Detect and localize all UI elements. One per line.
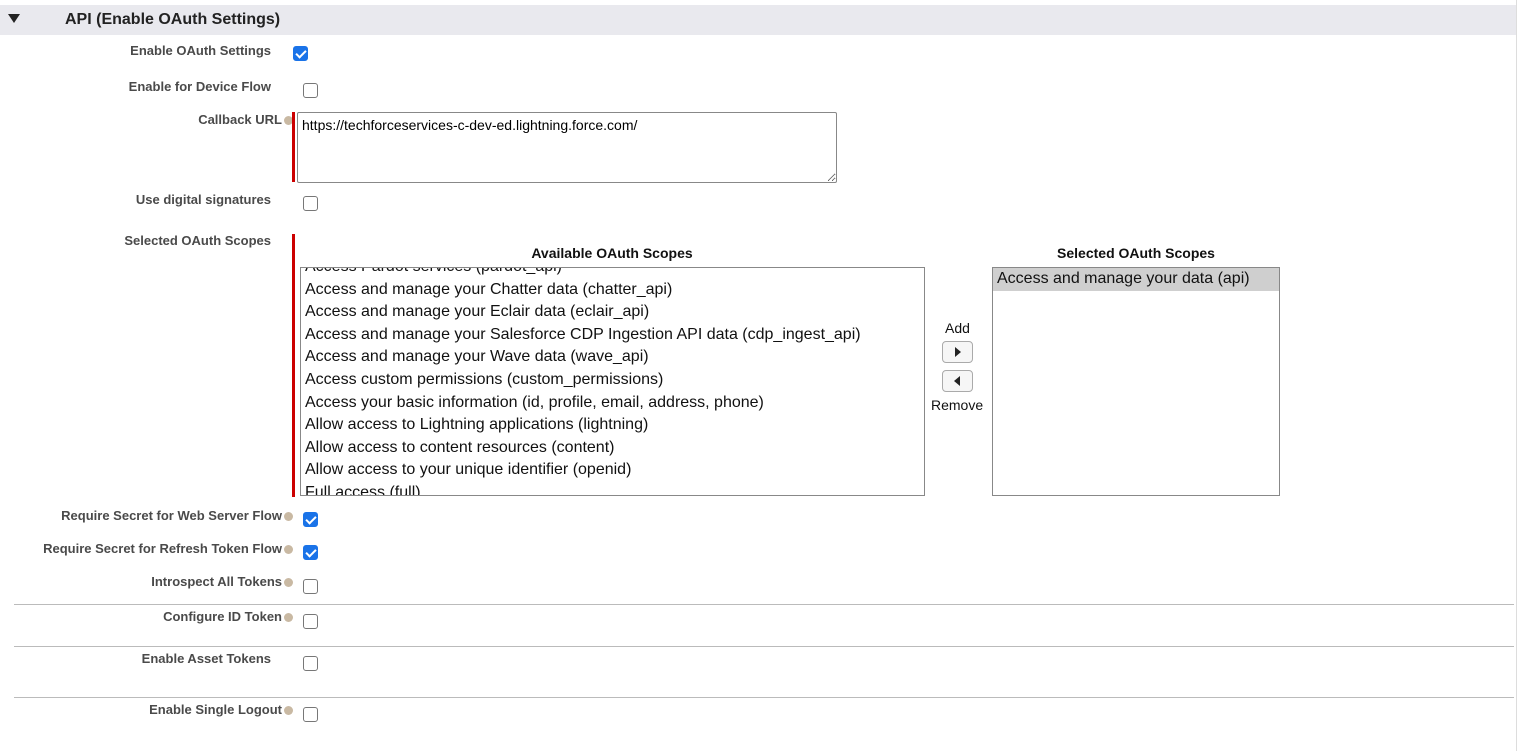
help-icon[interactable] bbox=[284, 116, 293, 125]
help-icon[interactable] bbox=[284, 545, 293, 554]
secret-refresh-checkbox[interactable] bbox=[303, 545, 318, 560]
secret-web-checkbox[interactable] bbox=[303, 512, 318, 527]
collapse-triangle-icon[interactable] bbox=[8, 14, 20, 23]
secret-refresh-label: Require Secret for Refresh Token Flow bbox=[43, 541, 293, 556]
secret-web-text: Require Secret for Web Server Flow bbox=[61, 508, 282, 523]
device-flow-checkbox[interactable] bbox=[303, 83, 318, 98]
help-icon[interactable] bbox=[284, 512, 293, 521]
add-label: Add bbox=[945, 320, 970, 336]
scope-option[interactable]: Access and manage your Wave data (wave_a… bbox=[305, 348, 649, 366]
secret-web-label: Require Secret for Web Server Flow bbox=[61, 508, 293, 523]
introspect-checkbox[interactable] bbox=[303, 579, 318, 594]
scope-option[interactable]: Access your basic information (id, profi… bbox=[305, 393, 764, 411]
device-flow-label: Enable for Device Flow bbox=[128, 79, 271, 94]
asset-tokens-label: Enable Asset Tokens bbox=[141, 651, 271, 666]
section-title: API (Enable OAuth Settings) bbox=[65, 11, 281, 28]
available-scopes-header: Available OAuth Scopes bbox=[531, 245, 693, 261]
divider bbox=[14, 604, 1514, 605]
callback-url-label: Callback URL bbox=[198, 112, 293, 127]
id-token-label: Configure ID Token bbox=[163, 609, 293, 624]
asset-tokens-checkbox[interactable] bbox=[303, 656, 318, 671]
page-border bbox=[1516, 0, 1517, 751]
id-token-text: Configure ID Token bbox=[163, 609, 282, 624]
scope-option[interactable]: Access and manage your Salesforce CDP In… bbox=[305, 325, 861, 343]
available-scopes-list[interactable]: Access Pardot services (pardot_api) Acce… bbox=[300, 267, 925, 496]
id-token-checkbox[interactable] bbox=[303, 614, 318, 629]
remove-button[interactable] bbox=[942, 370, 973, 392]
enable-oauth-label: Enable OAuth Settings bbox=[130, 43, 271, 58]
scope-option[interactable]: Access and manage your data (api) bbox=[993, 268, 1279, 291]
right-arrow-icon bbox=[955, 347, 961, 357]
divider bbox=[14, 697, 1514, 698]
divider bbox=[14, 646, 1514, 647]
oauth-scopes-label: Selected OAuth Scopes bbox=[124, 233, 271, 248]
scope-option[interactable]: Access Pardot services (pardot_api) bbox=[301, 268, 924, 279]
digital-signatures-label: Use digital signatures bbox=[135, 192, 271, 207]
enable-oauth-checkbox[interactable] bbox=[293, 46, 308, 61]
help-icon[interactable] bbox=[284, 578, 293, 587]
help-icon[interactable] bbox=[284, 706, 293, 715]
required-indicator bbox=[292, 234, 295, 497]
scope-option[interactable]: Access and manage your Chatter data (cha… bbox=[305, 280, 673, 298]
selected-scopes-list[interactable]: Access and manage your data (api) bbox=[992, 267, 1280, 496]
single-logout-checkbox[interactable] bbox=[303, 707, 318, 722]
introspect-label: Introspect All Tokens bbox=[151, 574, 293, 589]
scope-option[interactable]: Allow access to content resources (conte… bbox=[305, 438, 615, 456]
scope-option[interactable]: Access and manage your Eclair data (ecla… bbox=[305, 303, 650, 321]
help-icon[interactable] bbox=[284, 613, 293, 622]
scope-option[interactable]: Full access (full) bbox=[305, 483, 421, 496]
section-header[interactable]: API (Enable OAuth Settings) bbox=[0, 5, 1516, 35]
selected-scopes-header: Selected OAuth Scopes bbox=[1057, 245, 1215, 261]
left-arrow-icon bbox=[954, 376, 960, 386]
scope-option[interactable]: Allow access to Lightning applications (… bbox=[305, 416, 649, 434]
scope-option[interactable]: Access custom permissions (custom_permis… bbox=[305, 370, 664, 388]
single-logout-text: Enable Single Logout bbox=[149, 702, 282, 717]
required-indicator bbox=[292, 112, 295, 182]
remove-label: Remove bbox=[931, 397, 984, 413]
add-button[interactable] bbox=[942, 341, 973, 363]
secret-refresh-text: Require Secret for Refresh Token Flow bbox=[43, 541, 282, 556]
callback-url-text: Callback URL bbox=[198, 112, 282, 127]
callback-url-input[interactable] bbox=[297, 112, 837, 183]
scope-option[interactable]: Allow access to your unique identifier (… bbox=[305, 461, 632, 479]
digital-signatures-checkbox[interactable] bbox=[303, 196, 318, 211]
introspect-text: Introspect All Tokens bbox=[151, 574, 282, 589]
single-logout-label: Enable Single Logout bbox=[149, 702, 293, 717]
